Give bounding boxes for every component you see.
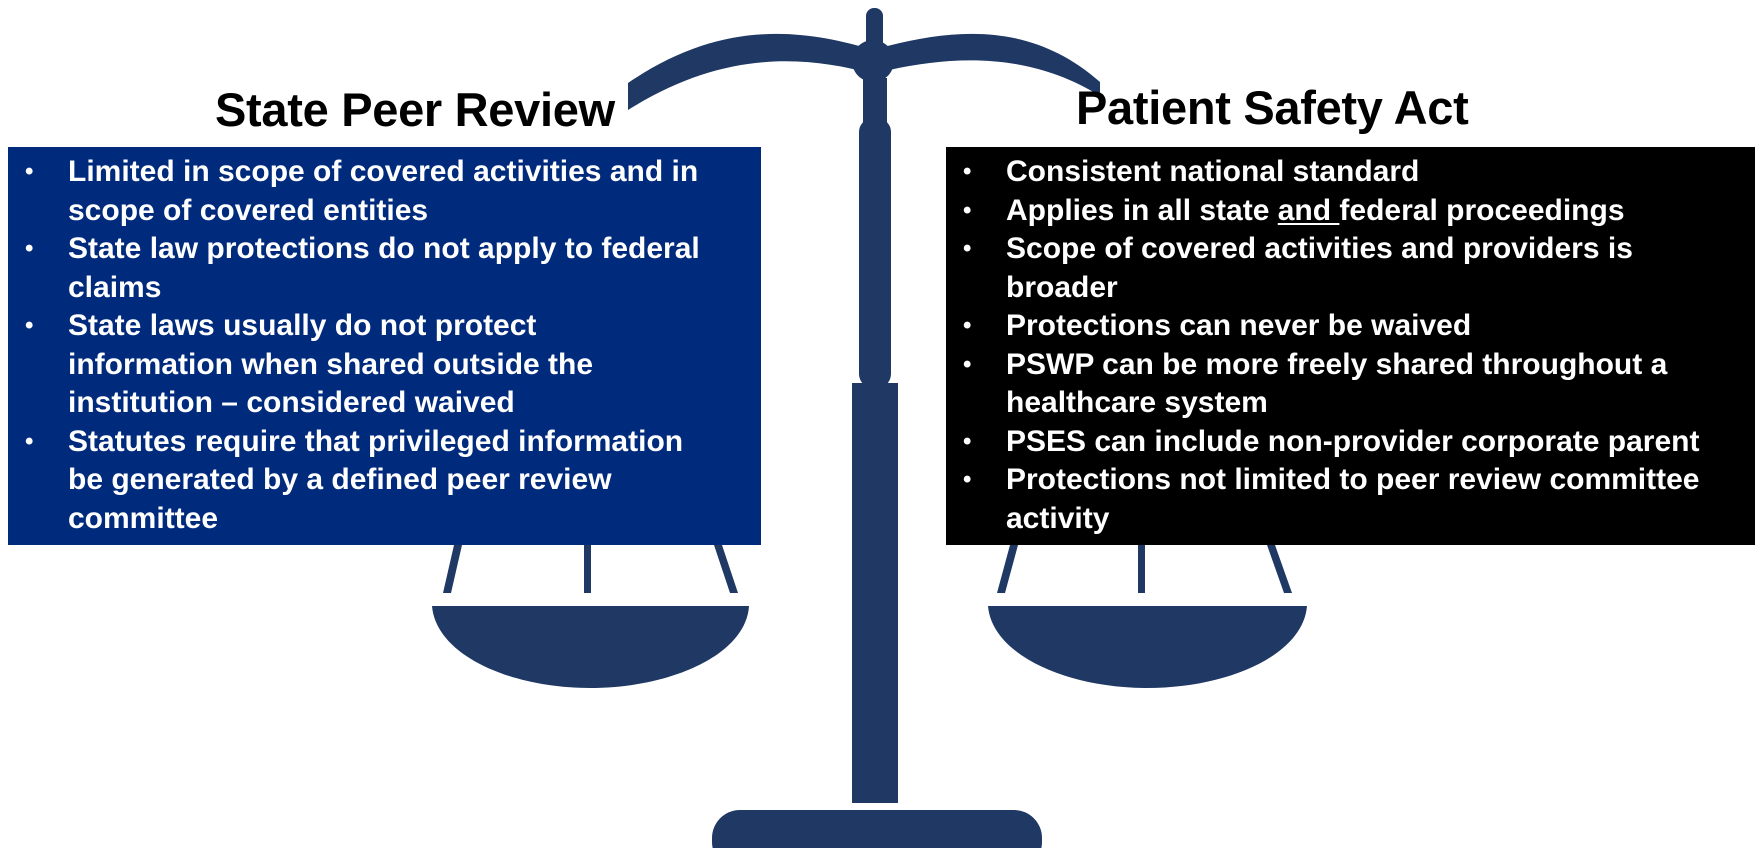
right-pan	[988, 606, 1307, 688]
list-item: • Consistent national standard	[946, 153, 1755, 192]
patient-safety-act-panel: • Consistent national standard • Applies…	[946, 147, 1755, 545]
left-pan-string-left	[443, 545, 462, 593]
bullet-dot: •	[25, 312, 34, 339]
scale-pivot	[852, 40, 895, 82]
list-item-line: Scope of covered activities and provider…	[1006, 232, 1633, 265]
left-pan-string-center	[584, 545, 591, 593]
state-peer-review-panel: • Limited in scope of covered activities…	[8, 147, 761, 545]
bullet-dot: •	[25, 158, 34, 185]
list-item-line-part: federal proceedings	[1339, 193, 1625, 227]
bullet-dot: •	[963, 427, 972, 455]
bullet-dot: •	[963, 312, 972, 339]
list-item-line: be generated by a defined peer review	[68, 463, 612, 496]
list-item: • Scope of covered activities and provid…	[946, 230, 1755, 307]
list-item-line: healthcare system	[1006, 386, 1268, 419]
list-item-line: information when shared outside the	[68, 347, 594, 381]
scale-drawing	[432, 8, 1307, 848]
bullet-dot: •	[25, 427, 34, 455]
scale-beam	[628, 33, 1100, 110]
bullet-dot: •	[25, 235, 34, 262]
list-item-line: claims	[68, 270, 162, 304]
list-item: • Limited in scope of covered activities…	[8, 153, 761, 230]
left-pan-string-right	[714, 545, 738, 593]
list-item-line: broader	[1006, 270, 1118, 304]
left-bullet-list: • Limited in scope of covered activities…	[8, 153, 761, 538]
list-item-line: Limited in scope of covered activities a…	[68, 155, 699, 188]
scale-base	[712, 810, 1042, 848]
left-pan	[432, 606, 749, 688]
scale-lower-post	[852, 383, 898, 803]
bullet-dot: •	[963, 350, 972, 378]
list-item-line: Protections not limited to peer review c…	[1006, 463, 1700, 496]
list-item: • PSWP can be more freely shared through…	[946, 346, 1755, 423]
right-heading: Patient Safety Act	[1076, 81, 1469, 134]
left-heading: State Peer Review	[215, 83, 615, 136]
list-item-line: committee	[68, 501, 219, 535]
list-item-line: State laws usually do not protect	[68, 309, 537, 342]
list-item-line: Consistent national standard	[1006, 155, 1420, 188]
list-item-line: PSWP can be more freely shared throughou…	[1006, 347, 1668, 381]
scale-middle-post	[859, 118, 891, 388]
bullet-dot: •	[963, 235, 972, 262]
right-pan-string-center	[1138, 545, 1145, 593]
list-item-line: institution – considered waived	[68, 386, 515, 419]
right-bullet-list: • Consistent national standard • Applies…	[946, 153, 1755, 538]
list-item: • Protections not limited to peer review…	[946, 461, 1755, 538]
list-item: • PSES can include non-provider corporat…	[946, 423, 1755, 462]
bullet-dot: •	[963, 466, 972, 493]
list-item: • Statutes require that privileged infor…	[8, 423, 761, 539]
list-item-line: Protections can never be waived	[1006, 309, 1472, 342]
list-item-line: activity	[1006, 501, 1110, 535]
list-item-line: State law protections do not apply to fe…	[68, 232, 700, 265]
right-pan-string-right	[1267, 545, 1292, 593]
right-pan-string-left	[997, 545, 1018, 593]
list-item: • Protections can never be waived	[946, 307, 1755, 346]
underlined-text: and	[1277, 193, 1340, 227]
list-item: • State law protections do not apply to …	[8, 230, 761, 307]
list-item: • State laws usually do not protect info…	[8, 307, 761, 423]
list-item-line-part: Applies in all state	[1006, 193, 1278, 227]
bullet-dot: •	[963, 196, 972, 224]
list-item-line: PSES can include non-provider corporate …	[1006, 424, 1700, 458]
bullet-dot: •	[963, 158, 972, 185]
list-item: • Applies in all state and federal proce…	[946, 192, 1755, 231]
list-item-line: Statutes require that privileged informa…	[68, 424, 684, 458]
list-item-line: scope of covered entities	[68, 193, 429, 227]
